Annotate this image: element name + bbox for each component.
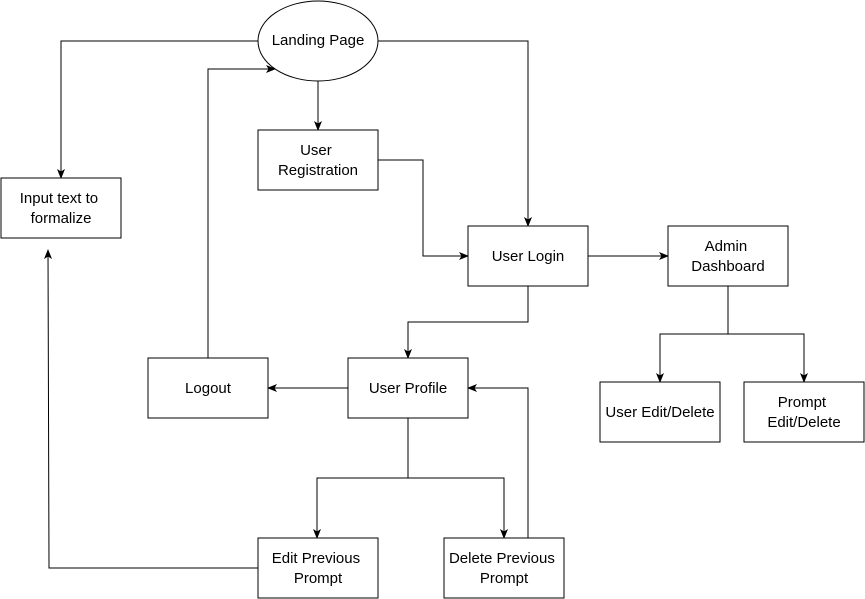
edge-user-registration-to-user-login (378, 159, 469, 260)
edge-user-profile-to-edit-previous-prompt (313, 418, 409, 539)
edge-admin-dashboard-to-user-edit-delete (656, 286, 729, 383)
node-logout[interactable]: Logout (147, 357, 269, 419)
edge-edit-previous-prompt-to-input-text (44, 249, 258, 569)
node-user-profile[interactable]: User Profile (347, 357, 469, 419)
edge-logout-to-landing-page (207, 65, 276, 358)
user-edit-delete-shape (599, 381, 721, 443)
user-profile-label: User Profile (369, 380, 447, 397)
edge-user-login-to-user-profile (404, 286, 529, 359)
input-text-shape (0, 177, 122, 239)
delete-previous-prompt-shape (443, 537, 565, 599)
prompt-edit-delete-label: Prompt Edit/Delete (767, 394, 840, 431)
user-profile-shape (347, 357, 469, 419)
node-user-registration[interactable]: User Registration (257, 129, 379, 191)
user-registration-shape (257, 129, 379, 191)
landing-page-shape (257, 0, 379, 82)
delete-previous-prompt-label: Delete Previous Prompt (449, 550, 559, 587)
admin-dashboard-label: Admin Dashboard (691, 238, 764, 275)
node-admin-dashboard[interactable]: Admin Dashboard (667, 225, 789, 287)
edit-previous-prompt-label: Edit Previous Prompt (272, 550, 365, 587)
landing-page-label: Landing Page (272, 32, 365, 49)
node-delete-previous-prompt[interactable]: Delete Previous Prompt (443, 537, 565, 599)
node-prompt-edit-delete[interactable]: Prompt Edit/Delete (743, 381, 865, 443)
edge-admin-dashboard-to-prompt-edit-delete (728, 333, 808, 383)
node-user-login[interactable]: User Login (467, 225, 589, 287)
user-registration-label: User Registration (278, 142, 358, 179)
prompt-edit-delete-shape (743, 381, 865, 443)
edge-delete-previous-prompt-to-user-profile (467, 384, 529, 538)
node-user-edit-delete[interactable]: User Edit/Delete (599, 381, 721, 443)
edge-landing-page-to-input-text (57, 40, 258, 179)
user-login-label: User Login (492, 248, 565, 265)
node-landing-page[interactable]: Landing Page (257, 0, 379, 82)
logout-label: Logout (185, 380, 232, 397)
node-input-text[interactable]: Input text to formalize (0, 177, 122, 239)
admin-dashboard-shape (667, 225, 789, 287)
input-text-label: Input text to formalize (20, 190, 103, 227)
user-login-shape (467, 225, 589, 287)
edit-previous-prompt-shape (257, 537, 379, 599)
user-edit-delete-label: User Edit/Delete (605, 404, 714, 421)
edge-user-profile-to-delete-previous-prompt (408, 477, 508, 539)
node-edit-previous-prompt[interactable]: Edit Previous Prompt (257, 537, 379, 599)
edges-layer (44, 40, 808, 569)
logout-shape (147, 357, 269, 419)
edge-landing-page-to-user-login (378, 40, 532, 227)
